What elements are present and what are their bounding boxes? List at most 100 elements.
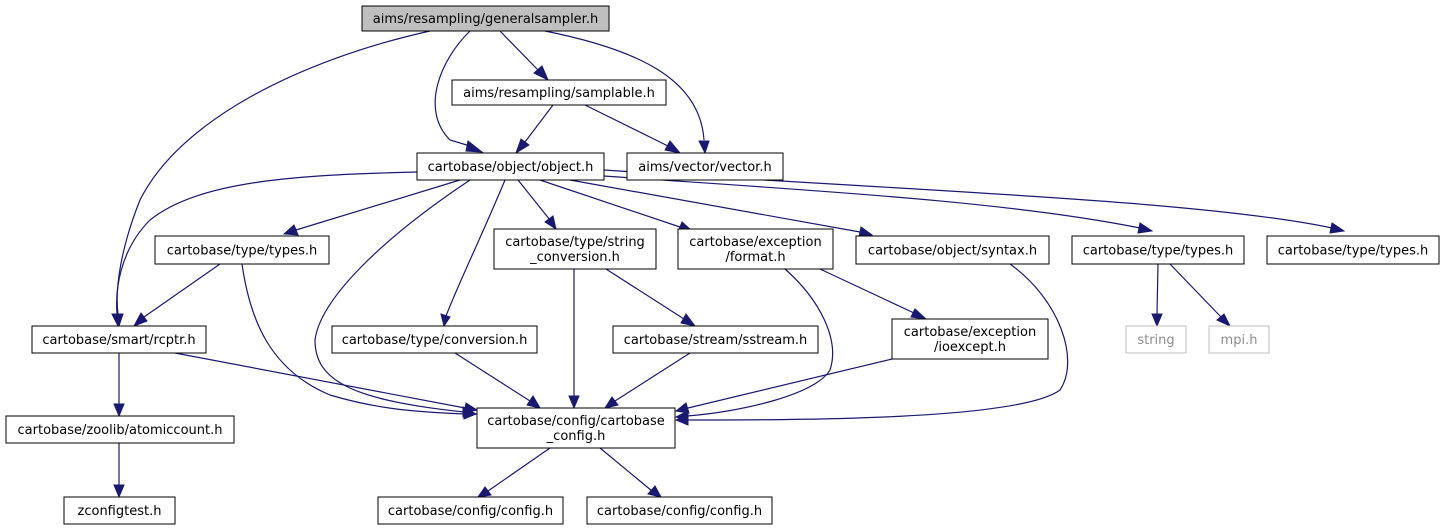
edge-line — [539, 179, 681, 228]
header-file-node[interactable]: cartobase/config/config.h — [586, 496, 773, 525]
header-file-node[interactable]: cartobase/config/config.h — [377, 496, 564, 525]
node-label: cartobase/object/object.h — [428, 160, 594, 175]
edge-n11-to-n17 — [454, 352, 542, 409]
header-file-node[interactable]: cartobase/type/types.h — [154, 235, 330, 265]
node-box — [855, 235, 1050, 265]
header-file-node[interactable]: cartobase/config/cartobase_config.h — [476, 407, 676, 449]
edge-line — [569, 179, 861, 233]
node-box — [586, 496, 773, 525]
node-label: cartobase/exception — [689, 235, 821, 250]
edge-n7-to-n17 — [674, 263, 1069, 426]
header-file-node[interactable]: cartobase/zoolib/atomiccount.h — [5, 415, 235, 444]
edge-line — [454, 352, 531, 402]
header-file-node[interactable]: cartobase/type/conversion.h — [331, 325, 538, 354]
node-label: mpi.h — [1221, 333, 1258, 348]
arrowhead-icon — [1137, 222, 1154, 234]
header-file-node[interactable]: cartobase/stream/sstream.h — [612, 325, 819, 354]
node-box — [154, 235, 330, 265]
node-box — [1071, 235, 1245, 265]
header-file-node[interactable]: cartobase/exception/format.h — [677, 228, 834, 270]
edge-line — [174, 352, 466, 409]
edge-n2-to-n10 — [111, 171, 418, 328]
edge-n2-to-n11 — [440, 179, 506, 328]
node-label: aims/resampling/generalsampler.h — [373, 12, 598, 27]
arrowhead-icon — [132, 312, 148, 327]
edge-line — [143, 263, 221, 318]
nodes-layer: aims/resampling/generalsampler.h aims/res… — [5, 5, 1440, 525]
external-header-node: string — [1125, 325, 1187, 354]
edge-line — [499, 30, 539, 71]
edge-line — [116, 30, 431, 315]
node-box — [493, 228, 657, 270]
edge-line — [819, 268, 915, 314]
edge-n6-to-n13 — [819, 268, 928, 320]
node-label: cartobase/config/config.h — [388, 504, 553, 519]
node-label: cartobase/object/syntax.h — [868, 244, 1037, 259]
header-file-node[interactable]: zconfigtest.h — [63, 496, 176, 525]
arrowhead-icon — [465, 140, 484, 153]
node-box — [416, 152, 605, 181]
node-label: /format.h — [725, 250, 785, 265]
arrowhead-icon — [680, 313, 697, 327]
arrowhead-icon — [674, 414, 689, 426]
header-file-node[interactable]: cartobase/exception/ioexcept.h — [891, 318, 1049, 360]
edge-line — [116, 171, 418, 315]
header-file-node[interactable]: cartobase/smart/rcptr.h — [31, 325, 207, 354]
edge-line — [687, 358, 893, 409]
edge-n12-to-n17 — [603, 352, 691, 409]
node-label: cartobase/exception — [904, 325, 1036, 340]
edge-n2-to-n4 — [282, 179, 461, 236]
arrowhead-icon — [910, 308, 928, 320]
arrowhead-icon — [544, 215, 557, 231]
arrowhead-icon — [1329, 222, 1346, 234]
node-label: cartobase/config/cartobase — [487, 414, 665, 429]
header-file-node[interactable]: cartobase/object/syntax.h — [855, 235, 1050, 265]
node-label: string — [1137, 333, 1174, 348]
edge-line — [686, 263, 1069, 421]
arrowhead-icon — [674, 402, 690, 414]
arrowhead-icon — [476, 486, 492, 498]
edge-n0-to-n3 — [544, 30, 710, 155]
edge-n16-to-n18 — [113, 443, 125, 499]
edge-line — [603, 175, 1141, 229]
edge-n0-to-n2 — [434, 30, 484, 153]
edge-line — [445, 179, 506, 317]
header-file-node[interactable]: cartobase/type/types.h — [1266, 235, 1440, 265]
edge-line — [614, 352, 691, 402]
edge-n10-to-n16 — [113, 353, 125, 418]
node-box — [626, 152, 784, 181]
edge-line — [544, 30, 705, 141]
node-box — [891, 318, 1049, 360]
header-file-node[interactable]: aims/resampling/samplable.h — [451, 79, 667, 106]
node-label: aims/resampling/samplable.h — [463, 86, 655, 101]
edge-n10-to-n17 — [174, 352, 479, 414]
edge-n0-to-n1 — [499, 30, 549, 82]
edge-n5-to-n17 — [568, 269, 580, 410]
external-header-node: mpi.h — [1208, 325, 1270, 354]
root-file-node[interactable]: aims/resampling/generalsampler.h — [361, 5, 610, 32]
edge-n8-to-n14 — [1151, 263, 1163, 328]
node-label: _config.h — [546, 429, 606, 444]
edge-n17-to-n19 — [476, 447, 551, 498]
header-file-node[interactable]: cartobase/type/types.h — [1071, 235, 1245, 265]
edges-layer — [111, 30, 1346, 499]
node-box — [361, 5, 610, 32]
node-box — [63, 496, 176, 525]
arrowhead-icon — [526, 395, 542, 409]
edge-n8-to-n15 — [1169, 263, 1232, 328]
node-box — [612, 325, 819, 354]
node-label: cartobase/type/types.h — [1278, 244, 1428, 259]
node-box — [1266, 235, 1440, 265]
node-box — [331, 325, 538, 354]
header-file-node[interactable]: cartobase/type/string_conversion.h — [493, 228, 657, 270]
edge-n17-to-n20 — [599, 447, 662, 498]
edge-line — [605, 268, 685, 320]
header-file-node[interactable]: cartobase/object/object.h — [416, 152, 605, 181]
edge-n2-to-n17 — [314, 179, 478, 418]
arrowhead-icon — [111, 313, 123, 328]
header-file-node[interactable]: aims/vector/vector.h — [626, 152, 784, 181]
edge-n1-to-n3 — [584, 104, 682, 154]
edge-n0-to-n10 — [112, 30, 431, 328]
node-label: cartobase/type/types.h — [1083, 244, 1233, 259]
node-box — [451, 79, 667, 106]
